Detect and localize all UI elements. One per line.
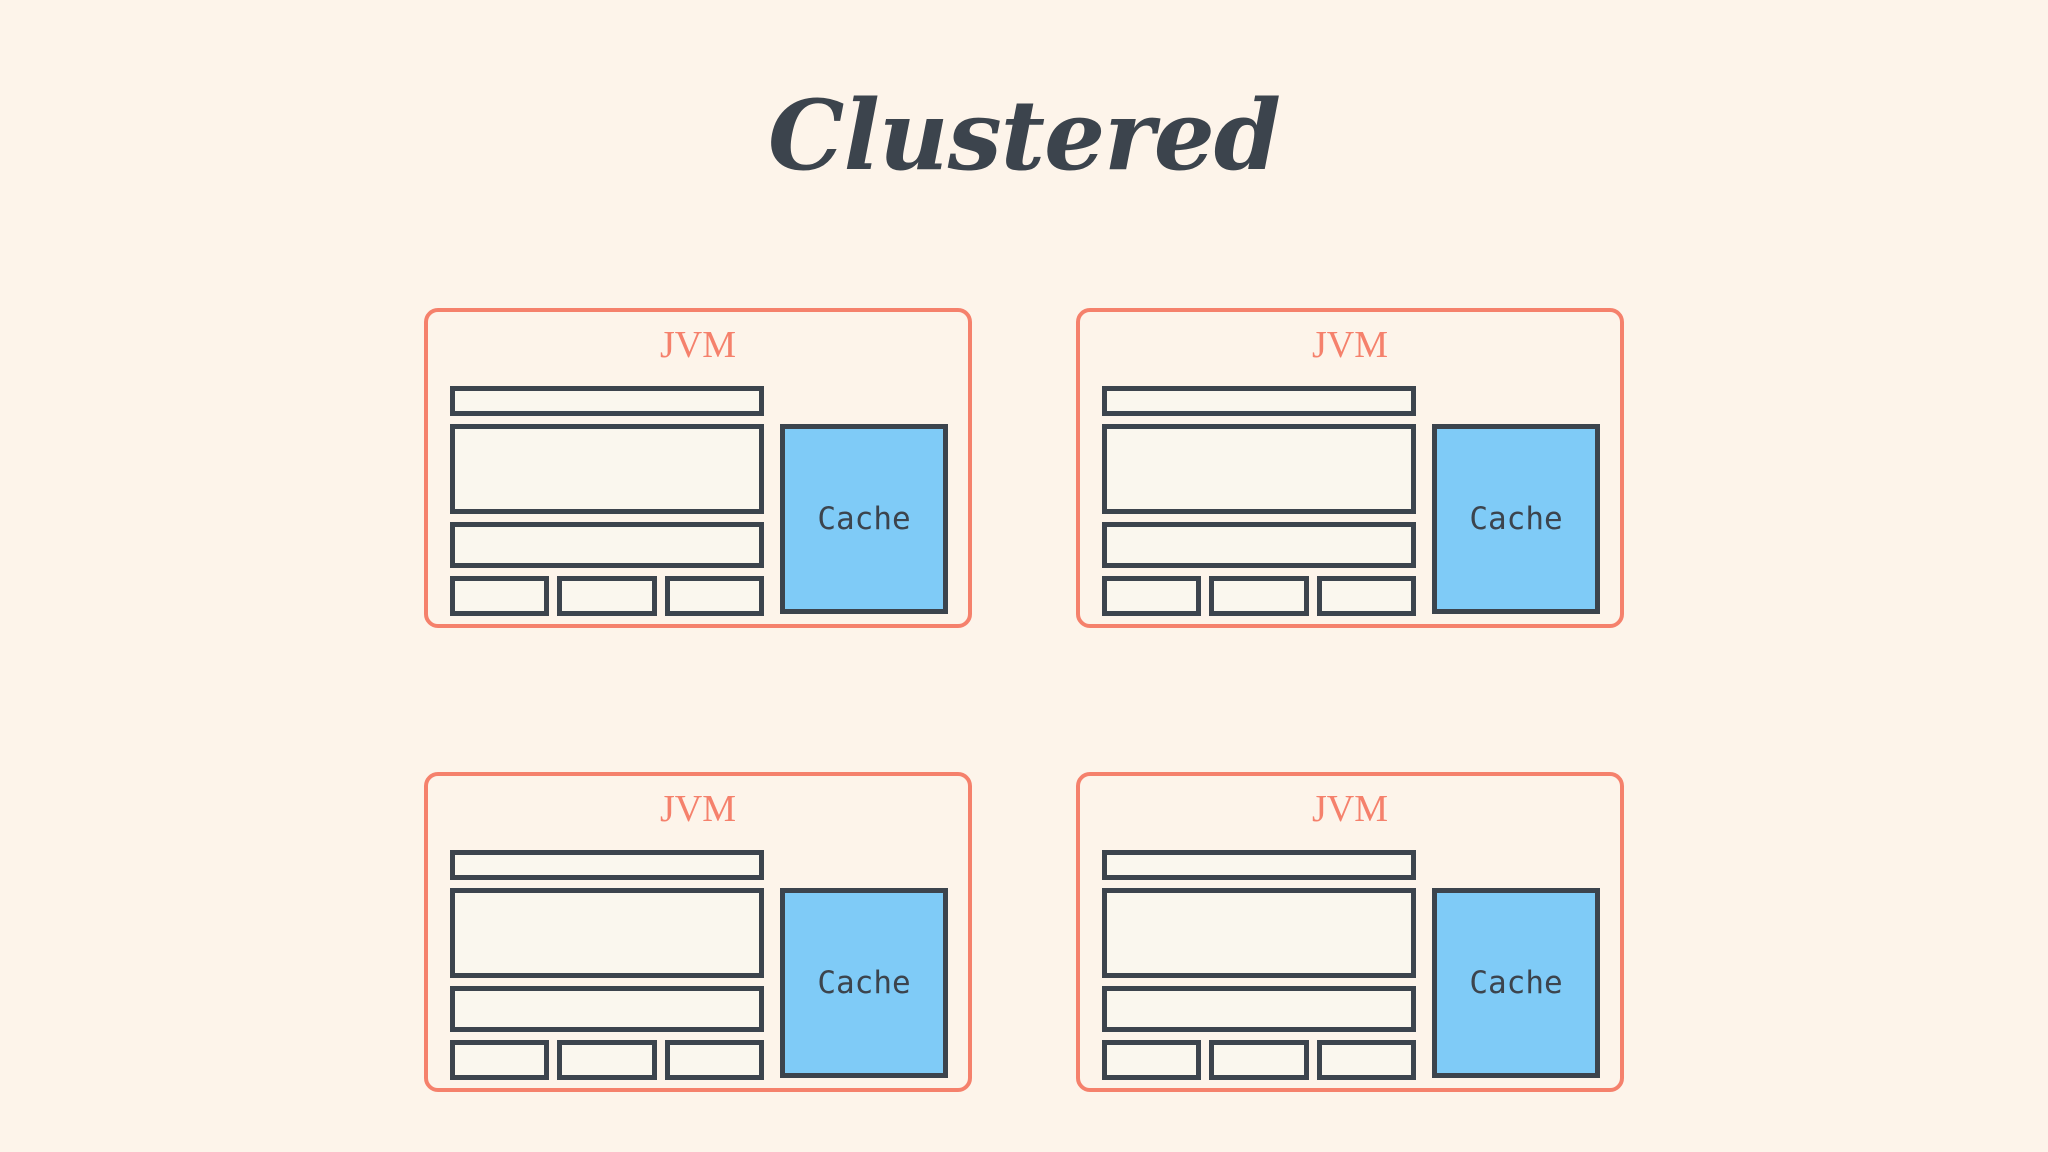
application-stack [450,850,764,1080]
app-bar-medium [450,986,764,1032]
cache-label: Cache [1469,964,1563,1001]
app-bar-small [557,1040,657,1080]
cache-label: Cache [817,964,911,1001]
jvm-node-2[interactable]: JVM Cache [1076,308,1624,628]
cache-label: Cache [817,500,911,537]
app-bar-thin [1102,850,1416,880]
jvm-label: JVM [1311,324,1389,366]
app-bar-tall [450,424,764,514]
app-bar-row [1102,1040,1416,1080]
jvm-label: JVM [659,788,737,830]
app-bar-thin [1102,386,1416,416]
cache-block[interactable]: Cache [780,424,948,614]
jvm-node-4[interactable]: JVM Cache [1076,772,1624,1092]
app-bar-small [1209,1040,1309,1080]
app-bar-small [664,576,764,616]
cache-block[interactable]: Cache [1432,888,1600,1078]
jvm-node-1[interactable]: JVM Cache [424,308,972,628]
app-bar-medium [1102,986,1416,1032]
app-bar-small [1316,576,1416,616]
cache-block[interactable]: Cache [780,888,948,1078]
app-bar-small [1102,576,1202,616]
cache-label: Cache [1469,500,1563,537]
app-bar-thin [450,850,764,880]
app-bar-small [1209,576,1309,616]
application-stack [1102,850,1416,1080]
page-title: Clustered [768,79,1281,192]
app-bar-row [1102,576,1416,616]
app-bar-small [1102,1040,1202,1080]
jvm-label: JVM [1311,788,1389,830]
application-stack [450,386,764,616]
app-bar-row [450,1040,764,1080]
app-bar-small [450,576,550,616]
jvm-node-3[interactable]: JVM Cache [424,772,972,1092]
app-bar-tall [450,888,764,978]
app-bar-tall [1102,888,1416,978]
app-bar-tall [1102,424,1416,514]
app-bar-medium [450,522,764,568]
jvm-label: JVM [659,324,737,366]
app-bar-small [450,1040,550,1080]
app-bar-row [450,576,764,616]
application-stack [1102,386,1416,616]
app-bar-medium [1102,522,1416,568]
app-bar-thin [450,386,764,416]
app-bar-small [1316,1040,1416,1080]
cache-block[interactable]: Cache [1432,424,1600,614]
app-bar-small [557,576,657,616]
app-bar-small [664,1040,764,1080]
jvm-cluster-grid: JVM Cache JVM [424,308,1624,1098]
